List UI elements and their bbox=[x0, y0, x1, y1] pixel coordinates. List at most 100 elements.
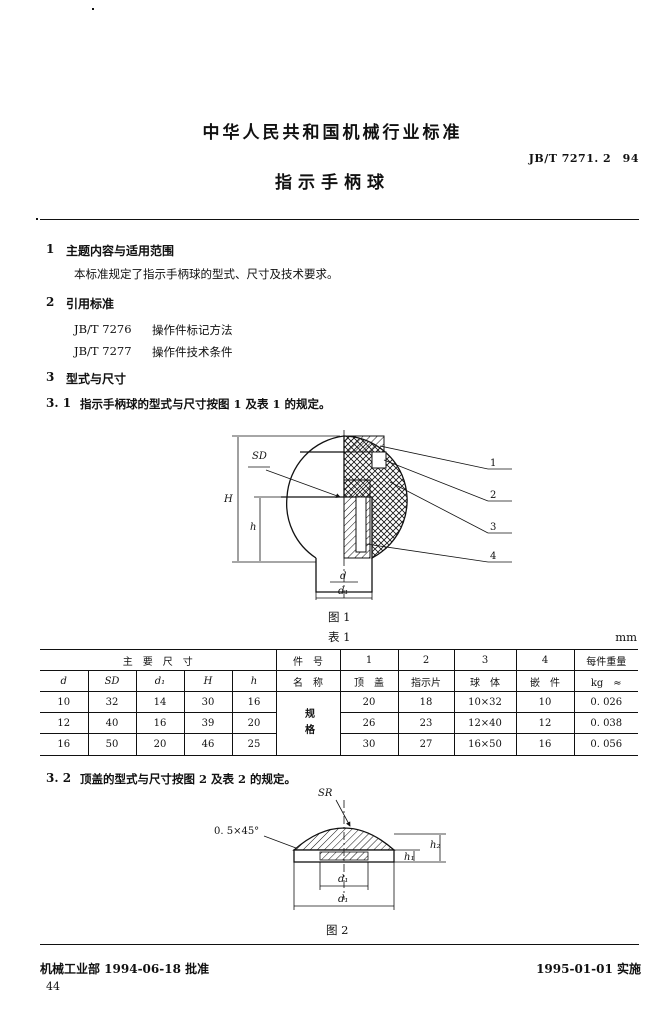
col-dim-header: h bbox=[231, 670, 277, 692]
table-cell: 14 bbox=[135, 691, 185, 713]
part-name: 球 体 bbox=[453, 670, 517, 692]
table-cell: 26 bbox=[339, 712, 399, 734]
label-chamfer: 0. 5×45° bbox=[214, 826, 260, 837]
table-cell: 46 bbox=[183, 733, 233, 756]
col-dim-header: d bbox=[40, 670, 89, 692]
table-cell: 50 bbox=[87, 733, 137, 756]
table-cell: 16 bbox=[40, 733, 89, 756]
callout-3: 3 bbox=[490, 522, 497, 533]
table-cell: 18 bbox=[397, 691, 455, 713]
part-number: 2 bbox=[397, 649, 455, 671]
callout-2: 2 bbox=[490, 490, 497, 501]
table-row: 16 50 20 46 25 30 27 16×50 16 0. 056 bbox=[40, 733, 638, 756]
part-name: 嵌 件 bbox=[515, 670, 575, 692]
col-part-no-label: 件 号 bbox=[275, 649, 341, 671]
table-cell: 10 bbox=[40, 691, 89, 713]
col-group-main-dims: 主 要 尺 寸 bbox=[40, 649, 277, 671]
table-cell: 20 bbox=[339, 691, 399, 713]
table-cell: 39 bbox=[183, 712, 233, 734]
header-rule bbox=[40, 219, 639, 220]
label-h2: h₂ bbox=[430, 840, 441, 851]
approval-text: 机械工业部 1994-06-18 批准 bbox=[40, 962, 210, 976]
table-1: 主 要 尺 寸 件 号 1 2 3 4 每件重量 d SD d₁ H h 名 称… bbox=[40, 649, 638, 756]
table-1-unit: mm bbox=[615, 630, 637, 644]
section-3-number: 3 bbox=[46, 370, 55, 384]
table-cell: 20 bbox=[135, 733, 185, 756]
table-row: 12 40 16 39 20 26 23 12×40 12 0. 038 bbox=[40, 712, 638, 734]
standard-org-title: 中华人民共和国机械行业标准 bbox=[202, 123, 463, 143]
table-cell: 16 bbox=[515, 733, 575, 756]
table-cell: 25 bbox=[231, 733, 277, 756]
part-name: 顶 盖 bbox=[339, 670, 399, 692]
section-1-body: 本标准规定了指示手柄球的型式、尺寸及技术要求。 bbox=[74, 267, 339, 281]
table-1-caption: 表 1 bbox=[328, 630, 351, 644]
scan-dot bbox=[36, 218, 38, 220]
ref-name: 操作件技术条件 bbox=[152, 345, 233, 359]
table-cell: 16×50 bbox=[453, 733, 517, 756]
page-title: 指示手柄球 bbox=[275, 173, 390, 193]
table-cell: 10×32 bbox=[453, 691, 517, 713]
spec-label: 规格 bbox=[275, 691, 341, 756]
label-SD: SD bbox=[252, 451, 267, 462]
clause-3-1-text: 指示手柄球的型式与尺寸按图 1 及表 1 的规定。 bbox=[80, 397, 331, 411]
section-1-title: 主题内容与适用范围 bbox=[66, 244, 175, 258]
label-d1-outer: d₁ bbox=[338, 894, 349, 905]
table-cell: 16 bbox=[231, 691, 277, 713]
table-cell: 0. 026 bbox=[573, 691, 638, 713]
section-2-number: 2 bbox=[46, 295, 55, 309]
footer-rule bbox=[40, 944, 639, 945]
table-cell: 0. 038 bbox=[573, 712, 638, 734]
table-cell: 30 bbox=[183, 691, 233, 713]
table-cell: 16 bbox=[135, 712, 185, 734]
table-cell: 0. 056 bbox=[573, 733, 638, 756]
section-2-title: 引用标准 bbox=[66, 297, 115, 311]
scan-dot bbox=[92, 8, 94, 10]
table-cell: 10 bbox=[515, 691, 575, 713]
effective-text: 1995-01-01 实施 bbox=[536, 962, 641, 976]
col-dim-header: d₁ bbox=[135, 670, 185, 692]
figure-2-caption: 图 2 bbox=[326, 923, 349, 937]
label-d: d bbox=[340, 571, 347, 582]
ref-code: JB/T 7277 bbox=[74, 344, 132, 358]
col-dim-header: H bbox=[183, 670, 233, 692]
ref-name: 操作件标记方法 bbox=[152, 323, 233, 337]
col-weight-unit: kg ≈ bbox=[573, 670, 638, 692]
table-cell: 23 bbox=[397, 712, 455, 734]
table-cell: 32 bbox=[87, 691, 137, 713]
table-cell: 12 bbox=[40, 712, 89, 734]
col-part-name-label: 名 称 bbox=[275, 670, 341, 692]
callout-4: 4 bbox=[490, 551, 497, 562]
table-cell: 12×40 bbox=[453, 712, 517, 734]
label-SR: SR bbox=[318, 788, 333, 799]
table-cell: 40 bbox=[87, 712, 137, 734]
part-name: 指示片 bbox=[397, 670, 455, 692]
table-row: 10 32 14 30 16 规格 20 18 10×32 10 0. 026 bbox=[40, 691, 638, 756]
ref-code: JB/T 7276 bbox=[74, 322, 132, 336]
table-cell: 20 bbox=[231, 712, 277, 734]
table-cell: 27 bbox=[397, 733, 455, 756]
clause-3-2-text: 顶盖的型式与尺寸按图 2 及表 2 的规定。 bbox=[80, 772, 297, 786]
table-cell: 12 bbox=[515, 712, 575, 734]
label-d1: d₁ bbox=[338, 586, 349, 597]
section-1-number: 1 bbox=[46, 242, 55, 256]
part-number: 4 bbox=[515, 649, 575, 671]
part-number: 1 bbox=[339, 649, 399, 671]
label-H: H bbox=[224, 494, 233, 505]
table-header-row-2: d SD d₁ H h 名 称 顶 盖 指示片 球 体 嵌 件 kg ≈ bbox=[40, 670, 638, 692]
callout-1: 1 bbox=[490, 458, 497, 469]
section-3-title: 型式与尺寸 bbox=[66, 372, 127, 386]
table-header-row-1: 主 要 尺 寸 件 号 1 2 3 4 每件重量 bbox=[40, 649, 638, 671]
part-number: 3 bbox=[453, 649, 517, 671]
page-number: 44 bbox=[46, 980, 60, 993]
clause-3-1-number: 3. 1 bbox=[46, 396, 72, 410]
col-weight-label: 每件重量 bbox=[573, 649, 638, 671]
figure-1-caption: 图 1 bbox=[328, 610, 351, 624]
label-h: h bbox=[250, 522, 257, 533]
col-dim-header: SD bbox=[87, 670, 137, 692]
label-d1: d₁ bbox=[338, 874, 349, 885]
clause-3-2-number: 3. 2 bbox=[46, 771, 72, 785]
label-h1: h₁ bbox=[404, 852, 415, 863]
table-cell: 30 bbox=[339, 733, 399, 756]
standard-code: JB/T 7271. 2 94 bbox=[528, 152, 639, 165]
